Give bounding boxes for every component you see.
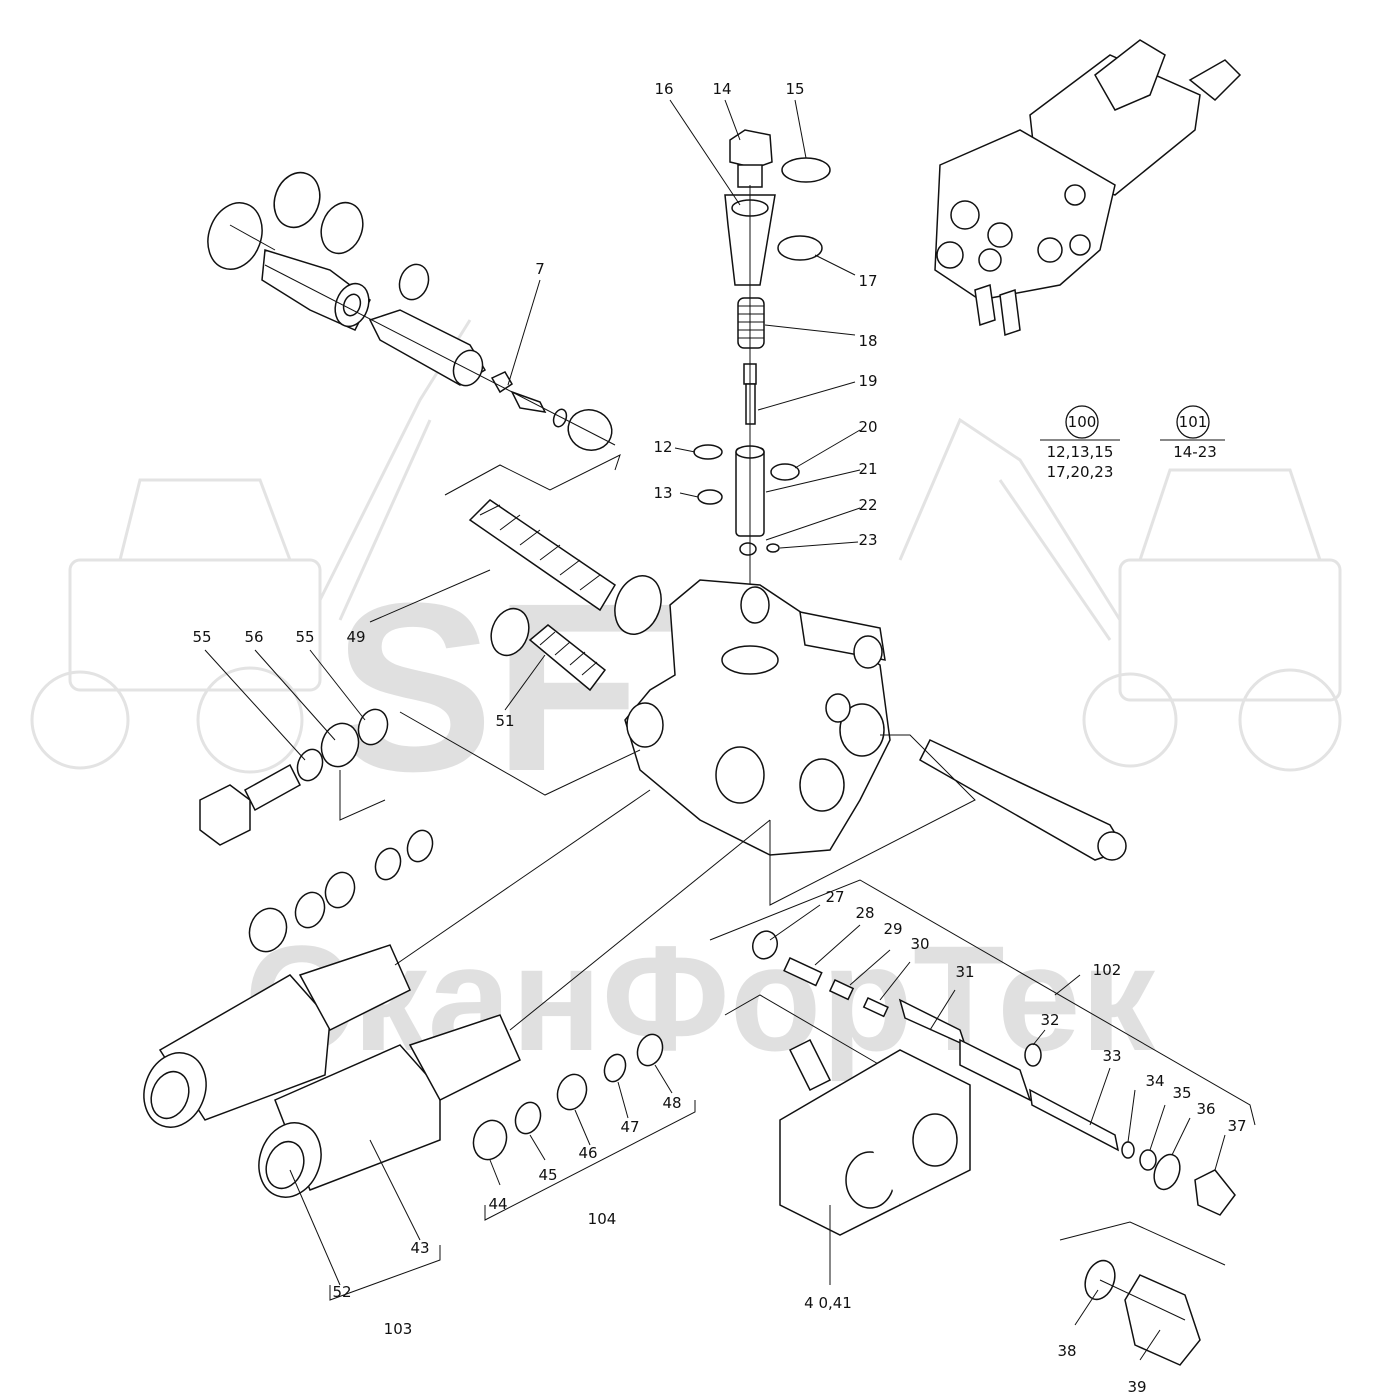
bottom-right-plug: [1059, 1221, 1226, 1366]
part-label-21: 21: [858, 460, 877, 478]
part-label-49: 49: [346, 628, 365, 646]
part-label-33: 33: [1102, 1047, 1121, 1065]
part-label-102: 102: [1093, 961, 1122, 979]
part-label-19: 19: [858, 372, 877, 390]
part-label-104: 104: [588, 1210, 617, 1228]
solenoid-valve-right: [258, 819, 771, 1301]
part-label-52: 52: [332, 1283, 351, 1301]
part-label-15: 15: [785, 80, 804, 98]
part-label-55-left: 55: [192, 628, 211, 646]
part-label-31: 31: [955, 963, 974, 981]
top-center-valve-stack: [693, 129, 831, 660]
part-label-43: 43: [410, 1239, 429, 1257]
part-label-38: 38: [1057, 1342, 1076, 1360]
part-label-55-right: 55: [295, 628, 314, 646]
part-label-32: 32: [1040, 1011, 1059, 1029]
part-label-47: 47: [620, 1118, 639, 1136]
assembled-valve-view: [934, 39, 1242, 337]
part-label-48: 48: [662, 1094, 681, 1112]
part-label-46: 46: [578, 1144, 597, 1162]
kit-101: 101 14-23: [1173, 405, 1217, 461]
kit-100-line1: 12,13,15: [1047, 443, 1114, 461]
part-label-17: 17: [858, 272, 877, 290]
part-label-36: 36: [1196, 1100, 1215, 1118]
part-label-39: 39: [1127, 1378, 1146, 1396]
part-label-34: 34: [1145, 1072, 1164, 1090]
part-label-37: 37: [1227, 1117, 1246, 1135]
part-label-29: 29: [883, 920, 902, 938]
part-label-56: 56: [244, 628, 263, 646]
solenoid-valve-group-102: [709, 879, 1256, 1285]
part-label-12: 12: [653, 438, 672, 456]
part-label-45: 45: [538, 1166, 557, 1184]
part-label-27: 27: [825, 888, 844, 906]
top-left-valve-cartridge: [207, 171, 616, 451]
main-valve-body: [624, 579, 1127, 906]
spring-49: [468, 499, 662, 635]
part-labels: 16 14 15 17 18 19 20 21 22 23 12 13 7 49…: [192, 80, 1246, 1396]
left-plug-assembly: [199, 708, 641, 846]
spring-51: [444, 454, 621, 692]
part-label-20: 20: [858, 418, 877, 436]
part-label-18: 18: [858, 332, 877, 350]
part-label-28: 28: [855, 904, 874, 922]
part-label-7: 7: [535, 260, 545, 278]
part-label-16: 16: [654, 80, 673, 98]
watermark-tractor-right: [898, 417, 1342, 772]
part-label-103: 103: [384, 1320, 413, 1338]
kit-101-line1: 14-23: [1173, 443, 1217, 461]
part-label-22: 22: [858, 496, 877, 514]
part-label-14: 14: [712, 80, 731, 98]
kit-101-number: 101: [1179, 413, 1208, 431]
part-label-13: 13: [653, 484, 672, 502]
kit-100-line2: 17,20,23: [1047, 463, 1114, 481]
part-label-44: 44: [488, 1195, 507, 1213]
solenoid-valve-left: [143, 789, 651, 1128]
part-label-30: 30: [910, 935, 929, 953]
part-label-35: 35: [1172, 1084, 1191, 1102]
part-label-40-41: 4 0,41: [804, 1294, 852, 1312]
kit-100-number: 100: [1068, 413, 1097, 431]
part-label-23: 23: [858, 531, 877, 549]
kit-100: 100 12,13,15 17,20,23: [1047, 405, 1114, 481]
part-label-51: 51: [495, 712, 514, 730]
leader-lines: [204, 99, 1226, 1361]
